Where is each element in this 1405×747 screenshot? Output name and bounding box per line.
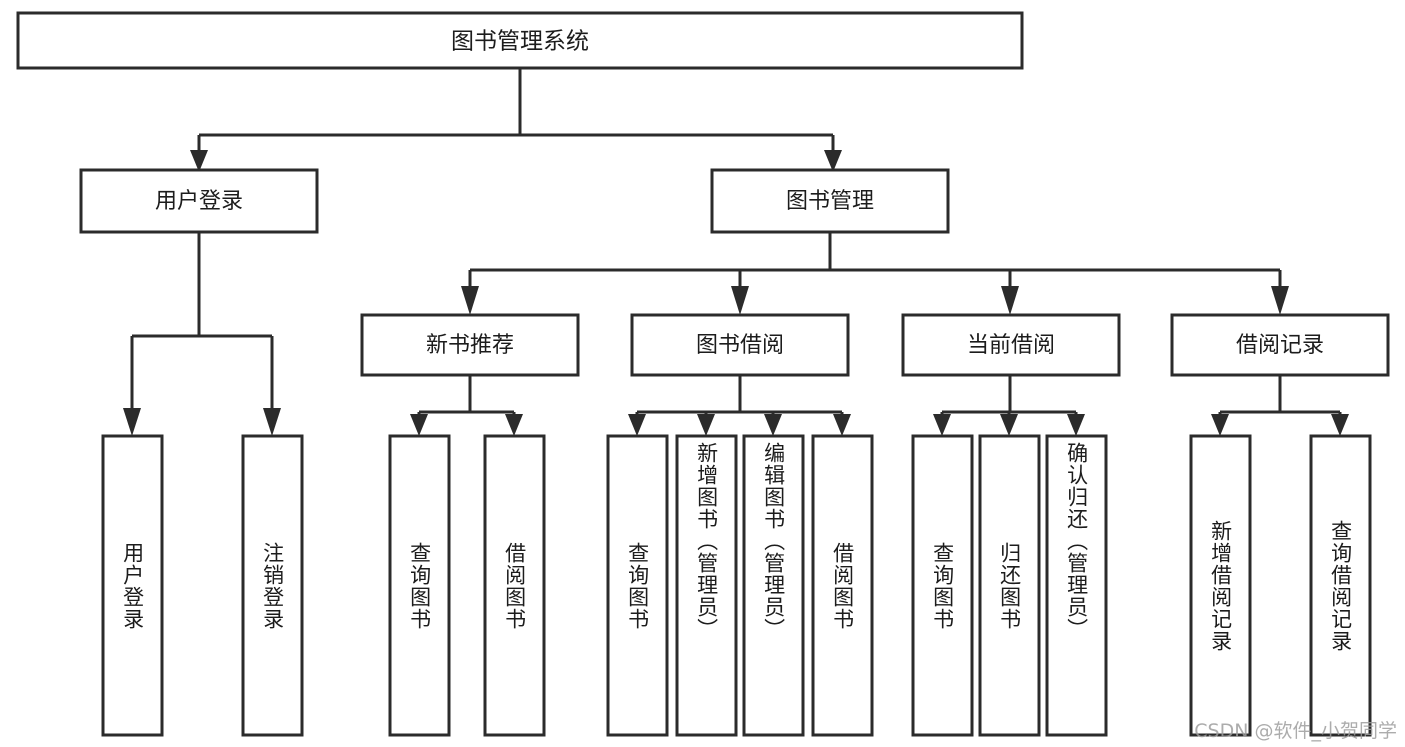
leaf-new-book-1[interactable] <box>483 434 546 737</box>
edge-borrow-record-to-leaves <box>1211 375 1349 436</box>
edge-book-borrow-to-leaves <box>628 375 851 436</box>
node-user-login[interactable] <box>79 168 319 234</box>
node-book-borrow[interactable] <box>630 313 850 377</box>
edge-user-login-to-leaves <box>123 232 281 436</box>
node-current-borrow-label: 当前借阅 <box>967 333 1055 358</box>
edge-root-to-level2 <box>190 68 842 172</box>
edge-new-book-to-leaves <box>410 375 523 436</box>
leaf-user-login-1[interactable] <box>241 434 304 737</box>
leaf-user-login-0[interactable] <box>101 434 164 737</box>
node-root-label: 图书管理系统 <box>451 29 589 55</box>
node-user-login-label: 用户登录 <box>155 189 243 214</box>
edge-book-mgmt-to-level3 <box>461 232 1289 315</box>
leaf-book-borrow-1[interactable] <box>675 434 738 737</box>
node-root[interactable] <box>16 11 1024 70</box>
leaf-current-borrow-1[interactable] <box>978 434 1041 737</box>
csdn-watermark: CSDN @软件_小贺同学 <box>1194 720 1397 742</box>
node-borrow-record-label: 借阅记录 <box>1236 333 1324 358</box>
leaf-book-borrow-0[interactable] <box>606 434 669 737</box>
node-new-book-recommend-label: 新书推荐 <box>426 333 514 358</box>
node-book-borrow-label: 图书借阅 <box>696 333 784 358</box>
node-book-management[interactable] <box>710 168 950 234</box>
edge-current-borrow-to-leaves <box>933 375 1085 436</box>
leaf-borrow-record-0[interactable] <box>1189 434 1252 737</box>
leaf-current-borrow-0[interactable] <box>911 434 974 737</box>
node-current-borrow[interactable] <box>901 313 1121 377</box>
leaf-borrow-record-1[interactable] <box>1309 434 1372 737</box>
leaf-new-book-0[interactable] <box>388 434 451 737</box>
node-borrow-record[interactable] <box>1170 313 1390 377</box>
node-book-management-label: 图书管理 <box>786 189 874 214</box>
leaf-current-borrow-2[interactable] <box>1045 434 1108 737</box>
leaf-book-borrow-2[interactable] <box>742 434 805 737</box>
leaf-book-borrow-3[interactable] <box>811 434 874 737</box>
node-new-book-recommend[interactable] <box>360 313 580 377</box>
